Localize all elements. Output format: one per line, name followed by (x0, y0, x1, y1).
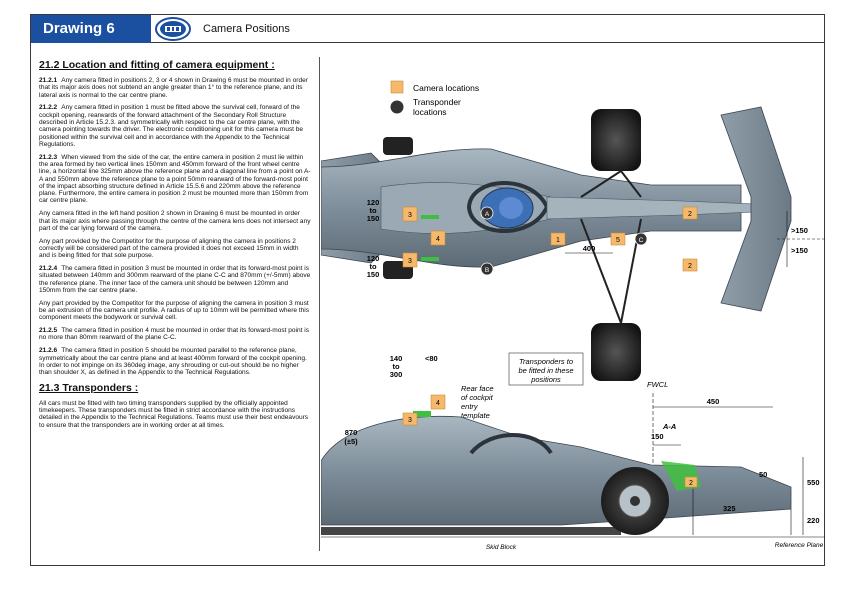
paragraph: Any camera fitted in the left hand posit… (39, 210, 311, 232)
camera-3-top-label: 3 (408, 212, 412, 219)
page-title: Camera Positions (203, 23, 290, 35)
svg-text:50: 50 (759, 470, 767, 479)
svg-text:220: 220 (807, 516, 820, 525)
column-divider (319, 57, 320, 551)
transponder-c-label: C (639, 237, 644, 244)
top-view-transponders: A B C (480, 206, 648, 276)
paragraph: Any part provided by the Competitor for … (39, 238, 311, 260)
legend-transponder-label-1: Transponder (413, 97, 461, 107)
svg-text:A-A: A-A (662, 422, 676, 431)
section-21-3-paragraphs: All cars must be fitted with two timing … (39, 400, 311, 429)
paragraph-number: 21.2.5 (39, 327, 58, 335)
svg-text:120: 120 (367, 254, 380, 263)
camera-3-side-label: 3 (408, 417, 412, 424)
svg-text:870: 870 (345, 428, 358, 437)
svg-text:>150: >150 (791, 226, 808, 235)
svg-text:to: to (369, 262, 376, 271)
svg-text:450: 450 (707, 397, 720, 406)
paragraph-text: The camera fitted in position 4 must be … (39, 327, 310, 342)
svg-text:to: to (392, 362, 399, 371)
svg-text:>150: >150 (791, 246, 808, 255)
svg-text:<80: <80 (425, 354, 438, 363)
svg-text:550: 550 (807, 478, 820, 487)
paragraph-text: The camera fitted in position 3 must be … (39, 265, 311, 294)
svg-text:(±5): (±5) (344, 437, 358, 446)
paragraph: All cars must be fitted with two timing … (39, 400, 311, 429)
svg-text:325: 325 (723, 504, 736, 513)
svg-text:entry: entry (461, 402, 479, 411)
side-view-cameras: 4 3 2 (402, 394, 698, 488)
paragraph-number: 21.2.3 (39, 153, 58, 161)
camera-2-side-label: 2 (689, 480, 693, 487)
legend: Camera locations Transponder locations (390, 80, 479, 117)
camera-2-top-label: 2 (688, 211, 692, 218)
svg-text:400: 400 (583, 244, 596, 253)
paragraph-text: The camera fitted in position 5 should b… (39, 347, 307, 377)
svg-text:Skid Block: Skid Block (486, 544, 517, 551)
transponder-b-label: B (485, 267, 489, 274)
svg-text:Transponders to: Transponders to (519, 357, 573, 366)
text-column: 21.2 Location and fitting of camera equi… (39, 59, 311, 435)
svg-text:of cockpit: of cockpit (461, 393, 494, 402)
paragraph-text: Any camera fitted in position 1 must be … (39, 104, 304, 148)
paragraph-number: 21.2.1 (39, 77, 58, 84)
paragraph-text: Any camera fitted in positions 2, 3 or 4… (39, 77, 308, 99)
paragraph-text: Any camera fitted in the left hand posit… (39, 210, 311, 232)
side-view-labels: Skid Block Reference Plane (486, 542, 824, 551)
drawing-label: Drawing 6 (31, 15, 151, 43)
paragraph-text: Any part provided by the Competitor for … (39, 237, 299, 260)
paragraph-number: 21.2.4 (39, 265, 58, 273)
svg-text:150: 150 (651, 432, 664, 441)
side-view-car (321, 411, 792, 535)
svg-text:150: 150 (367, 214, 380, 223)
section-title-21-3: 21.3 Transponders : (39, 381, 139, 394)
legend-transponder-swatch (390, 100, 404, 114)
top-view-cameras: 3 3 4 1 5 2 2 (402, 206, 698, 272)
side-view-dimensions: 870 (±5) 450 A-A 150 50 550 325 220 (321, 397, 825, 538)
fia-logo-icon (155, 17, 191, 41)
svg-text:to: to (369, 206, 376, 215)
svg-text:template: template (461, 411, 490, 420)
page-frame: Drawing 6 Camera Positions 21.2 Location… (30, 14, 825, 566)
camera-positions-diagram: Camera locations Transponder locations (321, 80, 825, 551)
paragraph-text: All cars must be fitted with two timing … (39, 399, 309, 429)
camera-4-top-label: 4 (436, 236, 440, 243)
svg-text:140: 140 (390, 354, 403, 363)
svg-text:120: 120 (367, 198, 380, 207)
top-view-car (321, 106, 792, 381)
svg-text:FWCL: FWCL (647, 380, 668, 389)
svg-text:150: 150 (367, 270, 380, 279)
svg-text:Rear face: Rear face (461, 384, 494, 393)
svg-text:300: 300 (390, 370, 403, 379)
header-bar: Drawing 6 Camera Positions (31, 15, 824, 43)
camera-3-bottom-label: 3 (408, 258, 412, 265)
transponder-a-label: A (485, 211, 490, 218)
paragraph: Any part provided by the Competitor for … (39, 300, 311, 322)
paragraph-number: 21.2.2 (39, 104, 58, 112)
section-title-21-2: 21.2 Location and fitting of camera equi… (39, 59, 275, 71)
top-view-dimensions: 120 to 150 120 to 150 400 >150 >150 (367, 198, 825, 279)
legend-camera-label: Camera locations (413, 83, 479, 93)
svg-text:positions: positions (530, 375, 561, 384)
paragraph-text: Any part provided by the Competitor for … (39, 299, 310, 322)
camera-4-side-label: 4 (436, 400, 440, 407)
legend-transponder-label-2: locations (413, 107, 447, 117)
paragraph-number: 21.2.6 (39, 347, 58, 355)
camera-1-label: 1 (556, 237, 560, 244)
camera-2-bottom-label: 2 (688, 263, 692, 270)
middle-annotations: 140 to 300 <80 Rear face of cockpit entr… (390, 352, 668, 477)
legend-camera-swatch (390, 80, 404, 94)
svg-text:be fitted in these: be fitted in these (518, 366, 573, 375)
svg-text:Reference Plane: Reference Plane (775, 542, 824, 549)
camera-5-label: 5 (616, 237, 620, 244)
paragraph-text: When viewed from the side of the car, th… (39, 153, 311, 205)
